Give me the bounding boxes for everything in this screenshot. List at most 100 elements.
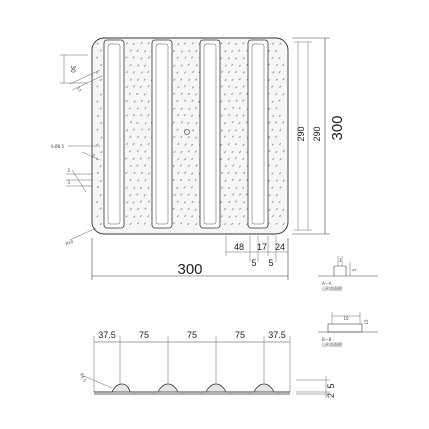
texture-dot bbox=[190, 114, 194, 117]
texture-dot bbox=[279, 42, 282, 45]
texture-dot bbox=[132, 71, 135, 74]
texture-dot bbox=[220, 100, 223, 103]
texture-dot bbox=[147, 215, 150, 218]
texture-dot bbox=[172, 165, 175, 168]
texture-dot bbox=[144, 150, 147, 153]
texture-dot bbox=[275, 179, 279, 182]
texture-dot bbox=[271, 56, 274, 59]
texture-dot bbox=[184, 171, 187, 174]
texture-dot bbox=[220, 42, 223, 45]
texture-dot bbox=[125, 215, 128, 218]
texture-dot bbox=[188, 178, 191, 182]
texture-dot bbox=[177, 86, 180, 89]
texture-dot bbox=[129, 135, 132, 138]
step-b-label: 3 bbox=[67, 180, 70, 185]
texture-dot bbox=[227, 171, 230, 175]
texture-dot bbox=[238, 64, 241, 67]
texture-dot bbox=[132, 114, 136, 117]
texture-dot bbox=[177, 114, 180, 117]
texture-dot bbox=[184, 214, 187, 217]
texture-dot bbox=[136, 78, 140, 81]
texture-dot bbox=[96, 71, 99, 74]
texture-dot bbox=[191, 86, 194, 89]
texture-dot bbox=[100, 151, 103, 154]
texture-dot bbox=[139, 214, 143, 218]
texture-dot bbox=[96, 185, 100, 189]
texture-dot bbox=[143, 194, 146, 197]
texture-dot bbox=[235, 86, 238, 89]
texture-dot bbox=[172, 178, 175, 181]
texture-dot bbox=[99, 194, 102, 197]
texture-dot bbox=[132, 128, 135, 131]
gap-24-label: 24 bbox=[275, 242, 285, 252]
texture-dot bbox=[172, 121, 175, 124]
texture-dot bbox=[129, 207, 133, 211]
texture-dot bbox=[137, 222, 140, 225]
texture-dot bbox=[143, 222, 146, 225]
texture-dot bbox=[132, 42, 135, 45]
texture-dot bbox=[228, 200, 231, 203]
texture-dot bbox=[191, 70, 195, 73]
texture-dot bbox=[187, 207, 190, 210]
texture-dot bbox=[190, 143, 194, 146]
section-aa-dim-a: 3 bbox=[339, 258, 342, 263]
texture-dot bbox=[133, 187, 136, 190]
texture-dot bbox=[140, 57, 143, 60]
texture-dot bbox=[187, 92, 190, 95]
texture-dot bbox=[227, 158, 230, 161]
texture-dot bbox=[242, 71, 245, 74]
texture-dot bbox=[125, 157, 128, 160]
texture-dot bbox=[143, 164, 146, 167]
section-bb-dim-b: 15 bbox=[364, 319, 369, 325]
texture-dot bbox=[132, 143, 135, 146]
texture-dot bbox=[279, 129, 282, 132]
elev-seg4: 75 bbox=[235, 330, 245, 340]
texture-dot bbox=[183, 201, 186, 204]
section-aa-title: A—A bbox=[322, 281, 332, 286]
texture-dot bbox=[125, 100, 128, 103]
texture-dot bbox=[173, 193, 176, 196]
texture-dot bbox=[234, 172, 237, 175]
texture-dot bbox=[220, 57, 223, 60]
texture-dot bbox=[184, 56, 187, 59]
texture-dot bbox=[275, 78, 278, 81]
texture-dot bbox=[195, 78, 198, 81]
texture-dot bbox=[271, 215, 274, 218]
texture-dot bbox=[279, 158, 282, 161]
texture-dot bbox=[231, 121, 234, 124]
center-hole bbox=[184, 129, 190, 135]
texture-dot bbox=[148, 172, 151, 175]
texture-dot bbox=[144, 107, 147, 110]
texture-dot bbox=[136, 49, 139, 52]
texture-dot bbox=[268, 49, 271, 52]
texture-dot bbox=[220, 114, 223, 117]
texture-dot bbox=[220, 201, 223, 204]
texture-dot bbox=[221, 70, 224, 73]
section-aa-subtitle: 山形剖面图 bbox=[322, 285, 342, 291]
texture-dot bbox=[172, 50, 175, 53]
elev-right-a: 2 bbox=[326, 393, 336, 398]
texture-dot bbox=[183, 114, 186, 117]
texture-dot bbox=[183, 42, 186, 45]
texture-dot bbox=[245, 193, 248, 196]
texture-dot bbox=[139, 85, 142, 88]
texture-dot bbox=[195, 122, 198, 125]
texture-dot bbox=[224, 179, 227, 182]
texture-dot bbox=[137, 179, 140, 182]
texture-dot bbox=[231, 150, 234, 154]
section-bb-dim-a: 10 bbox=[343, 316, 349, 321]
texture-dot bbox=[242, 143, 245, 146]
guide-bars bbox=[103, 39, 269, 229]
texture-dot bbox=[232, 193, 235, 196]
texture-dot bbox=[180, 150, 183, 153]
texture-dot bbox=[147, 114, 150, 117]
texture-dot bbox=[187, 223, 190, 226]
texture-dot bbox=[275, 151, 278, 154]
texture-dot bbox=[234, 157, 237, 160]
texture-dot bbox=[191, 157, 194, 160]
texture-dot bbox=[228, 187, 231, 190]
texture-dot bbox=[195, 223, 198, 226]
texture-dot bbox=[172, 207, 175, 210]
texture-dot bbox=[223, 150, 227, 154]
